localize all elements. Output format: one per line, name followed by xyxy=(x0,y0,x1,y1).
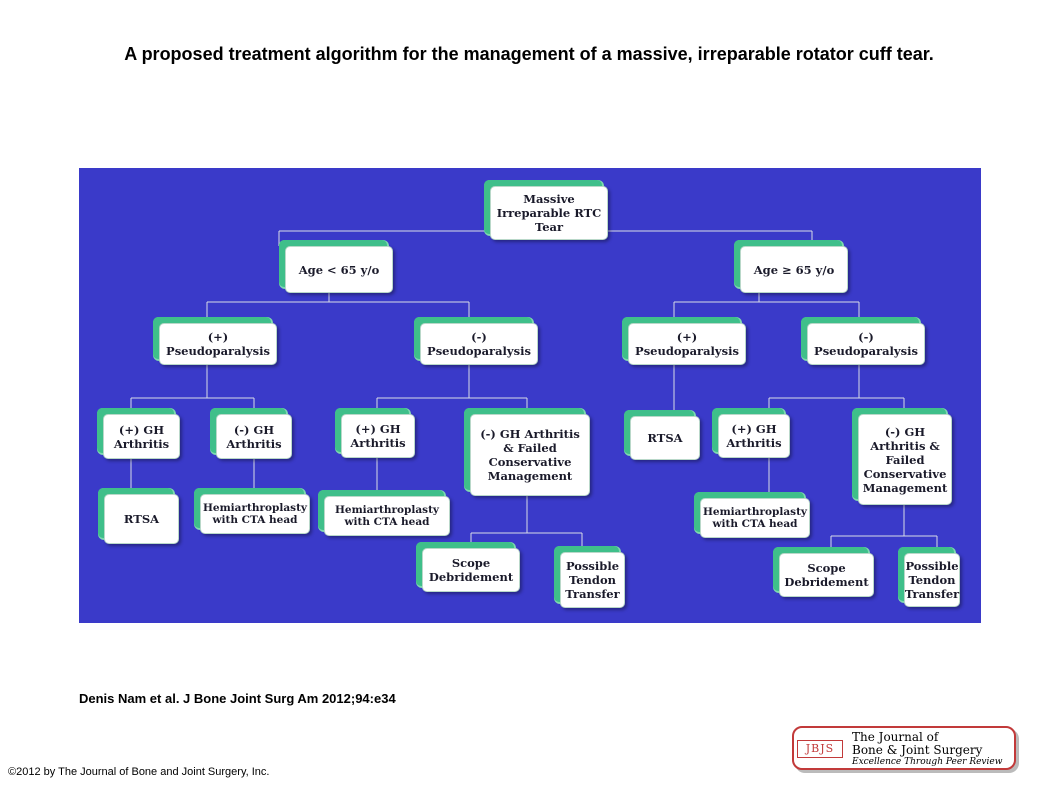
node-left-neg-gh-failed-management: (-) GH Arthritis & Failed Conservative M… xyxy=(470,414,590,496)
jbjs-abbr: JBJS xyxy=(797,740,843,758)
node-right-hemiarthroplasty: Hemiarthroplasty with CTA head xyxy=(700,498,810,538)
node-right-positive-gh-arthritis: (+) GH Arthritis xyxy=(718,414,790,458)
node-age-65-or-over: Age ≥ 65 y/o xyxy=(740,246,848,293)
node-age-under-65: Age < 65 y/o xyxy=(285,246,393,293)
page-title: A proposed treatment algorithm for the m… xyxy=(124,44,934,64)
node-left-rtsa: RTSA xyxy=(104,494,179,544)
copyright: ©2012 by The Journal of Bone and Joint S… xyxy=(8,766,270,778)
jbjs-logo: JBJS The Journal of Bone & Joint Surgery… xyxy=(792,726,1016,770)
node-left-possible-tendon-transfer: Possible Tendon Transfer xyxy=(560,552,625,608)
node-left-hemiarthroplasty: Hemiarthroplasty with CTA head xyxy=(200,494,310,534)
node-left-scope-debridement: Scope Debridement xyxy=(422,548,520,592)
logo-line-1: The Journal of xyxy=(852,730,939,744)
node-right-negative-pseudoparalysis: (-) Pseudoparalysis xyxy=(807,323,925,365)
node-left-neg-positive-gh-arthritis: (+) GH Arthritis xyxy=(341,414,415,458)
node-left-neg-hemiarthroplasty: Hemiarthroplasty with CTA head xyxy=(324,496,450,536)
node-left-negative-gh-arthritis: (-) GH Arthritis xyxy=(216,414,292,459)
node-left-positive-gh-arthritis: (+) GH Arthritis xyxy=(103,414,180,459)
node-right-rtsa: RTSA xyxy=(630,416,700,460)
connector-lines xyxy=(130,230,938,553)
node-massive-irreparable-rtc-tear: Massive Irreparable RTC Tear xyxy=(490,186,608,240)
node-right-possible-tendon-transfer: Possible Tendon Transfer xyxy=(904,553,960,607)
treatment-algorithm-diagram: Massive Irreparable RTC Tear Age < 65 y/… xyxy=(79,168,981,623)
citation: Denis Nam et al. J Bone Joint Surg Am 20… xyxy=(79,691,396,706)
logo-line-2: Bone & Joint Surgery xyxy=(852,743,983,757)
node-right-positive-pseudoparalysis: (+) Pseudoparalysis xyxy=(628,323,746,365)
node-right-scope-debridement: Scope Debridement xyxy=(779,553,874,597)
node-left-negative-pseudoparalysis: (-) Pseudoparalysis xyxy=(420,323,538,365)
node-left-positive-pseudoparalysis: (+) Pseudoparalysis xyxy=(159,323,277,365)
node-right-neg-gh-failed-management: (-) GH Arthritis & Failed Conservative M… xyxy=(858,414,952,505)
logo-tagline: Excellence Through Peer Review xyxy=(852,757,1003,767)
